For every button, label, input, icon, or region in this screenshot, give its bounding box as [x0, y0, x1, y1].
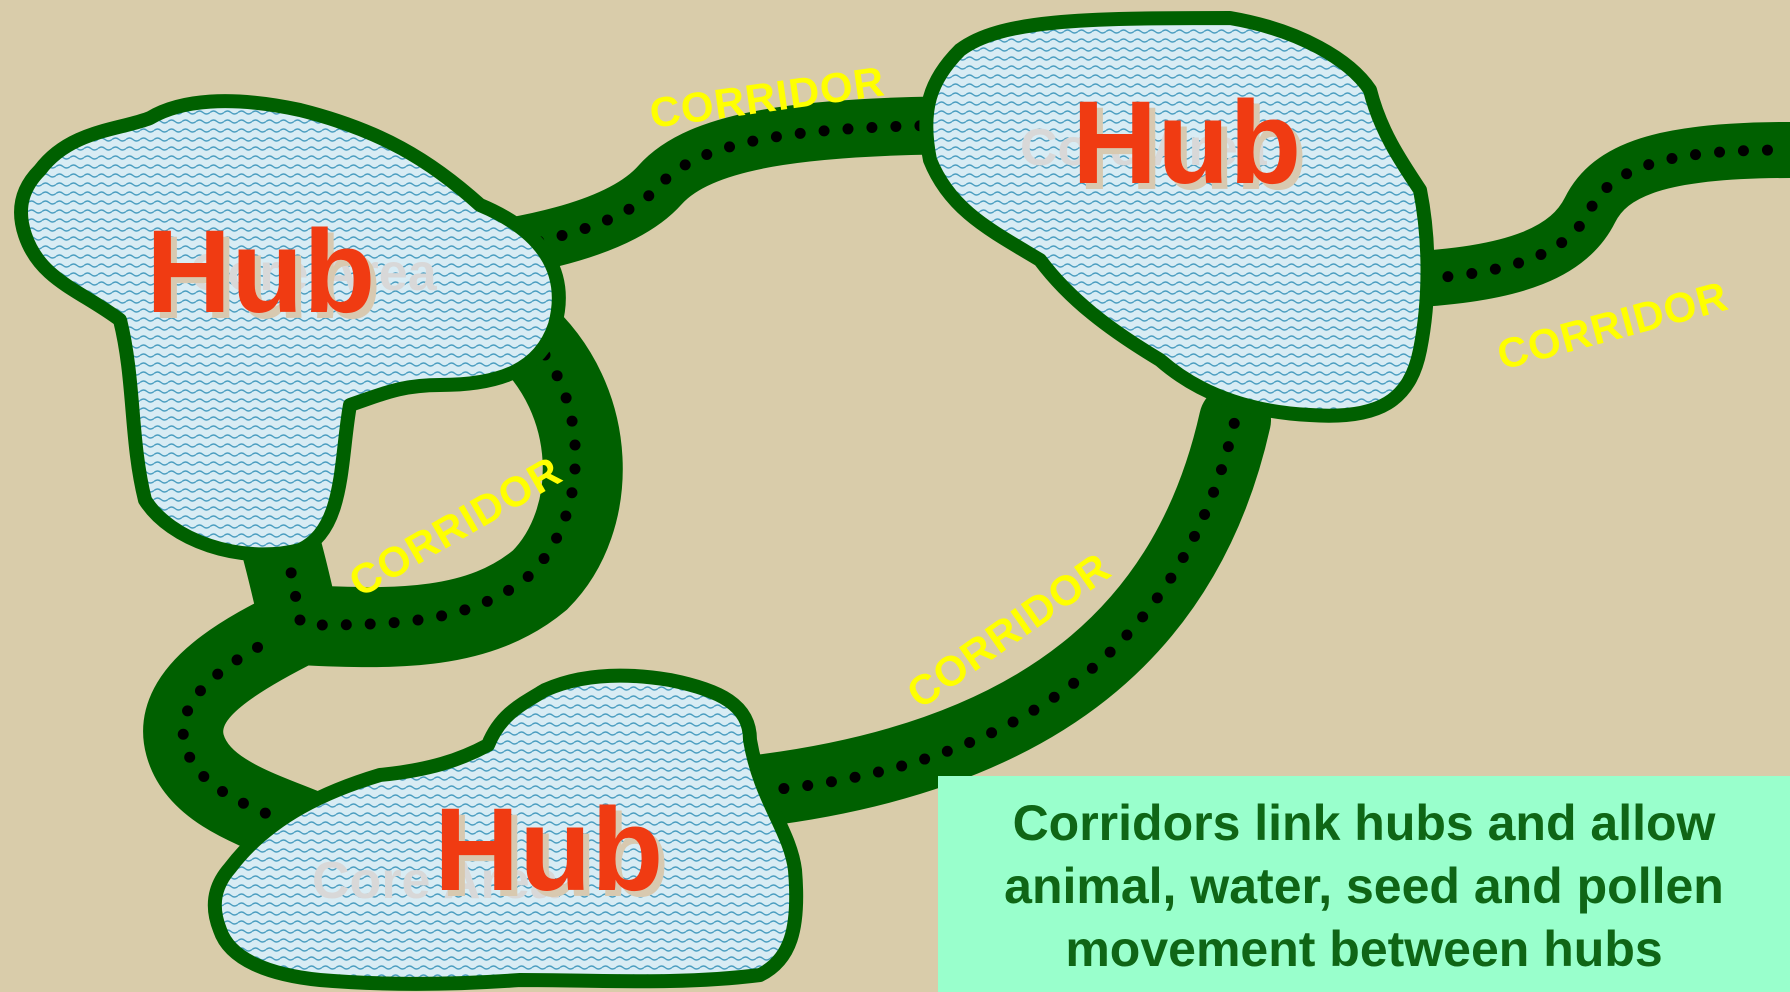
hub-ghost-label: Core Area — [312, 852, 560, 910]
hub-label: Hub — [1072, 77, 1301, 209]
hub-ghost-label: Core Area — [190, 244, 438, 302]
hub-upper-right: Core Area Hub Hub — [919, 11, 1435, 423]
hub-upper-left: Core Area Hub Hub — [14, 94, 566, 562]
hub-label: Hub — [434, 784, 663, 916]
hub-label-shadow: Hub — [152, 212, 381, 344]
hub-label-shadow: Hub — [440, 790, 669, 922]
hub-ghost-label: Core Area — [1020, 119, 1268, 177]
hub-bottom: Core Area Hub Hub — [207, 668, 804, 991]
caption-text: Corridors link hubs and allow animal, wa… — [1004, 794, 1724, 977]
corridor-big-loop — [684, 384, 1271, 831]
hub-label-shadow: Hub — [1078, 83, 1307, 215]
corridor-right — [1394, 122, 1790, 308]
caption-box: Corridors link hubs and allow animal, wa… — [938, 776, 1790, 992]
hub-label: Hub — [146, 206, 375, 338]
